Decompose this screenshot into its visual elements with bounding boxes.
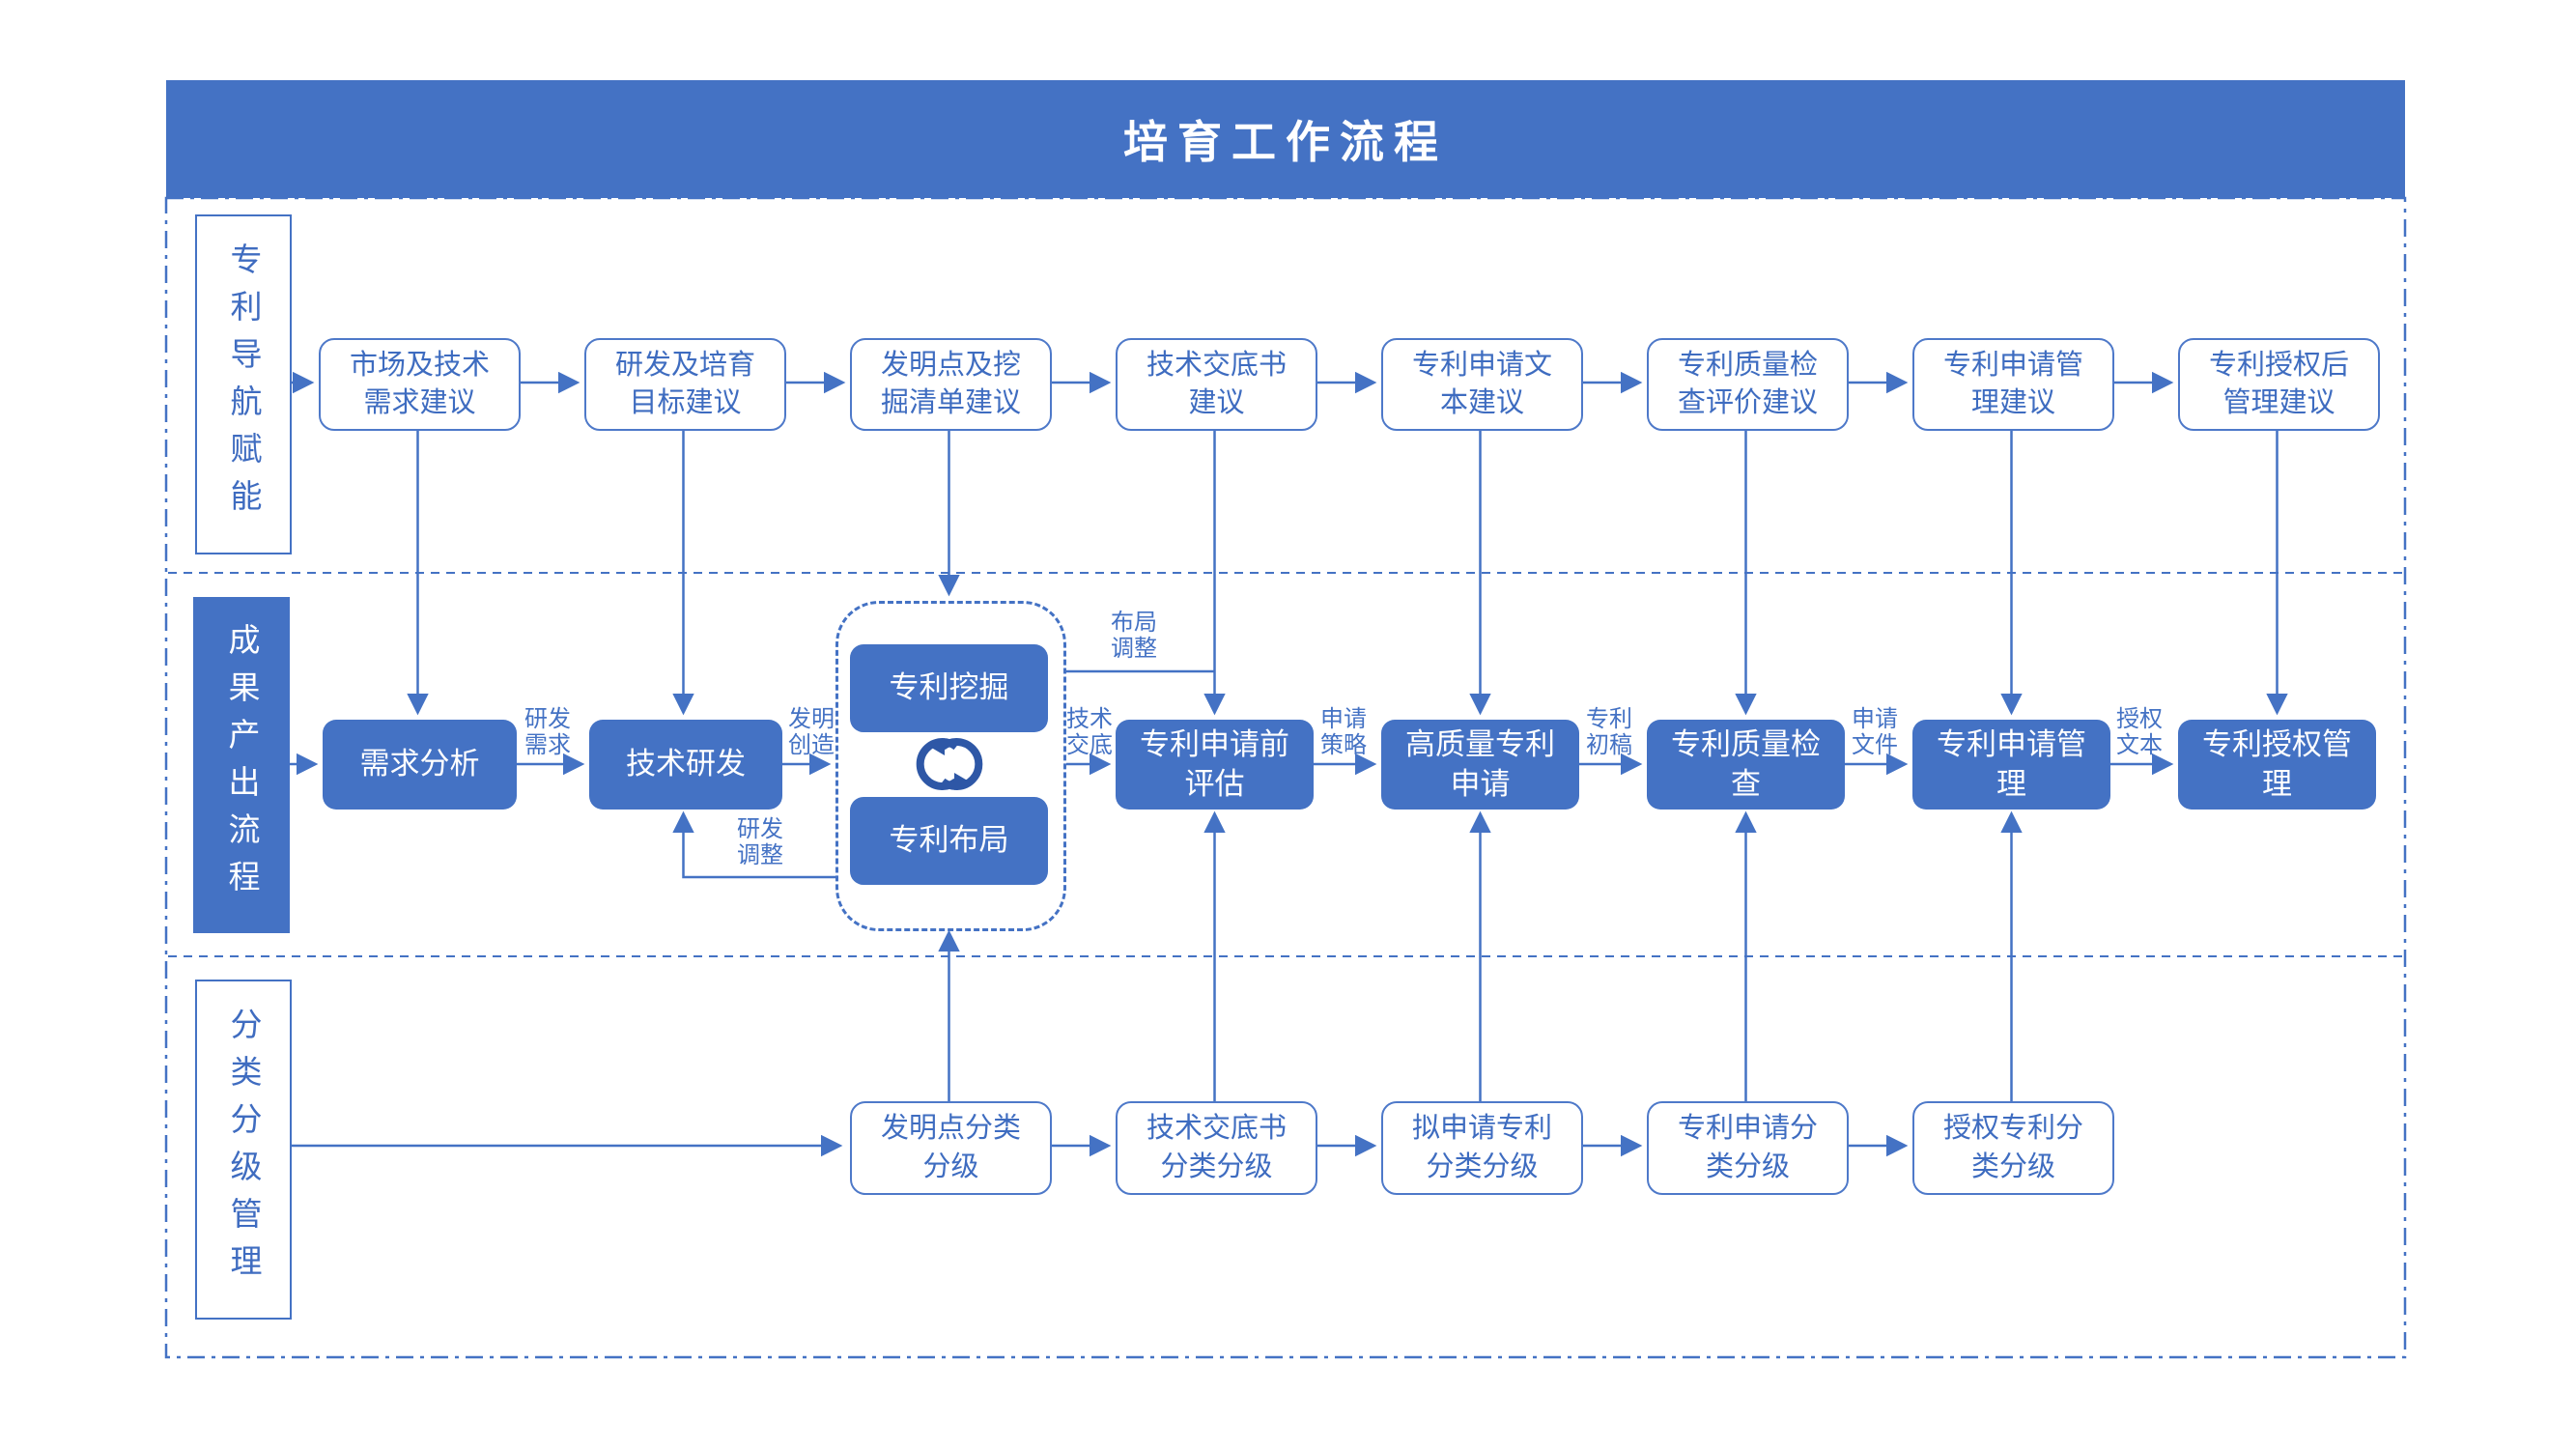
lane-label-classification-mgmt: 分类分级管理 bbox=[195, 980, 292, 1320]
box-filing-classification: 专利申请分 类分级 bbox=[1647, 1101, 1849, 1195]
box-tech-rnd: 技术研发 bbox=[589, 720, 782, 810]
box-post-grant-mgmt-advice: 专利授权后 管理建议 bbox=[2178, 338, 2380, 431]
box-patent-grant-mgmt: 专利授权管 理 bbox=[2178, 720, 2376, 810]
box-pre-filing-evaluation: 专利申请前 评估 bbox=[1116, 720, 1314, 810]
box-tech-disclosure-advice: 技术交底书 建议 bbox=[1116, 338, 1317, 431]
classification-to-output-arrows bbox=[938, 810, 2023, 1101]
diagram-title-bar: 培育工作流程 bbox=[166, 80, 2405, 198]
edge-label-tech-disclosure: 技术 交底 bbox=[1066, 706, 1113, 758]
box-high-quality-filing: 高质量专利 申请 bbox=[1381, 720, 1579, 810]
box-draft-filing-classification: 拟申请专利 分类分级 bbox=[1381, 1101, 1583, 1195]
box-patent-layout: 专利布局 bbox=[850, 797, 1048, 885]
box-invention-mining-list-advice: 发明点及挖 掘清单建议 bbox=[850, 338, 1052, 431]
lane-label-patent-navigation: 专利导航赋能 bbox=[195, 214, 292, 554]
box-patent-filing-mgmt: 专利申请管 理 bbox=[1912, 720, 2110, 810]
lane-label-output-process: 成果产出流程 bbox=[193, 597, 290, 933]
diagram-title: 培育工作流程 bbox=[1123, 117, 1448, 167]
box-quality-check-eval-advice: 专利质量检 查评价建议 bbox=[1647, 338, 1849, 431]
box-demand-analysis: 需求分析 bbox=[323, 720, 517, 810]
advisory-to-output-arrows bbox=[407, 427, 2288, 716]
box-invention-classification: 发明点分类 分级 bbox=[850, 1101, 1052, 1195]
edge-label-patent-draft: 专利 初稿 bbox=[1586, 706, 1632, 758]
edge-label-invention: 发明 创造 bbox=[788, 706, 835, 758]
edge-label-grant-text: 授权 文本 bbox=[2116, 706, 2163, 758]
box-disclosure-classification: 技术交底书 分类分级 bbox=[1116, 1101, 1317, 1195]
edge-label-filing-docs: 申请 文件 bbox=[1852, 706, 1898, 758]
box-rnd-cultivation-goal-advice: 研发及培育 目标建议 bbox=[584, 338, 786, 431]
box-filing-mgmt-advice: 专利申请管 理建议 bbox=[1912, 338, 2114, 431]
edge-label-layout-adjust: 布局 调整 bbox=[1111, 610, 1157, 662]
box-patent-mining: 专利挖掘 bbox=[850, 644, 1048, 732]
edge-label-rnd-adjust: 研发 调整 bbox=[737, 816, 783, 868]
edge-label-rnd-demand: 研发 需求 bbox=[524, 706, 571, 758]
edge-label-filing-strategy: 申请 策略 bbox=[1320, 706, 1367, 758]
diagram-border bbox=[164, 196, 2407, 1359]
box-market-tech-demand-advice: 市场及技术 需求建议 bbox=[319, 338, 521, 431]
box-filing-text-advice: 专利申请文 本建议 bbox=[1381, 338, 1583, 431]
box-granted-classification: 授权专利分 类分级 bbox=[1912, 1101, 2114, 1195]
rnd-adjust-feedback-connector bbox=[672, 810, 835, 879]
sync-cycle-icon bbox=[916, 738, 983, 790]
box-patent-quality-check: 专利质量检 查 bbox=[1647, 720, 1845, 810]
